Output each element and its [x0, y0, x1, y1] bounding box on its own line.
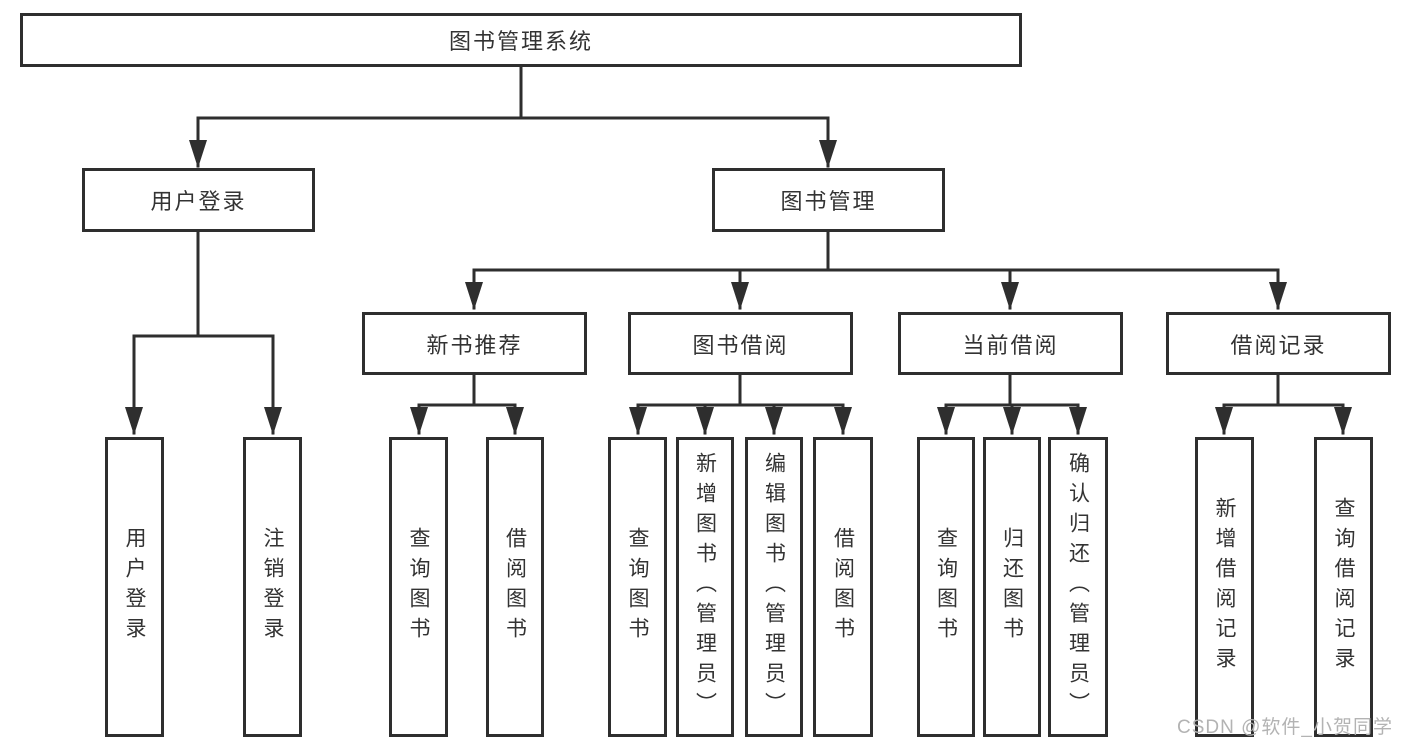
csdn-watermark: CSDN @软件_小贺同学	[1177, 717, 1393, 738]
leaf-borrow-books: 借阅图书	[813, 437, 873, 737]
node-book-borrow: 图书借阅	[628, 312, 853, 375]
node-book-management: 图书管理	[712, 168, 945, 232]
leaf-borrow-books-label: 借阅图书	[831, 527, 855, 647]
leaf-logout: 注销登录	[243, 437, 302, 737]
node-current-borrow-label: 当前借阅	[962, 332, 1059, 358]
leaf-query-books-recommend: 查询图书	[389, 437, 448, 737]
node-user-login-label: 用户登录	[150, 189, 247, 214]
node-book-borrow-label: 图书借阅	[692, 332, 789, 358]
leaf-query-books-borrow: 查询图书	[608, 437, 667, 737]
leaf-add-book-admin-label: 新增图书（管理员）	[693, 452, 717, 722]
leaf-confirm-return-admin-label: 确认归还（管理员）	[1066, 452, 1090, 722]
leaf-query-books-borrow-label: 查询图书	[626, 527, 649, 647]
node-book-management-label: 图书管理	[780, 189, 877, 214]
arrowheads	[125, 140, 1352, 435]
node-new-book-recommend-label: 新书推荐	[426, 332, 523, 358]
leaf-return-book: 归还图书	[983, 437, 1041, 737]
node-library-system: 图书管理系统	[20, 13, 1022, 67]
node-borrow-records-label: 借阅记录	[1230, 332, 1327, 358]
leaf-logout-label: 注销登录	[261, 527, 284, 647]
leaf-borrow-books-recommend-label: 借阅图书	[503, 527, 527, 647]
leaf-query-books-current-label: 查询图书	[934, 527, 958, 647]
leaf-user-login-label: 用户登录	[123, 527, 146, 647]
leaf-borrow-books-recommend: 借阅图书	[486, 437, 544, 737]
leaf-return-book-label: 归还图书	[1000, 527, 1024, 647]
leaf-query-borrow-record-label: 查询借阅记录	[1332, 497, 1355, 677]
leaf-query-books-current: 查询图书	[917, 437, 975, 737]
leaf-add-book-admin: 新增图书（管理员）	[676, 437, 734, 737]
leaf-edit-book-admin: 编辑图书（管理员）	[745, 437, 803, 737]
leaf-edit-book-admin-label: 编辑图书（管理员）	[762, 452, 786, 722]
node-new-book-recommend: 新书推荐	[362, 312, 587, 375]
node-library-system-label: 图书管理系统	[448, 29, 593, 54]
leaf-query-books-recommend-label: 查询图书	[407, 527, 430, 647]
leaf-user-login: 用户登录	[105, 437, 164, 737]
node-user-login: 用户登录	[82, 168, 315, 232]
leaf-add-borrow-record: 新增借阅记录	[1195, 437, 1254, 737]
node-current-borrow: 当前借阅	[898, 312, 1123, 375]
leaf-query-borrow-record: 查询借阅记录	[1314, 437, 1373, 737]
node-borrow-records: 借阅记录	[1166, 312, 1391, 375]
leaf-add-borrow-record-label: 新增借阅记录	[1213, 497, 1236, 677]
leaf-confirm-return-admin: 确认归还（管理员）	[1048, 437, 1108, 737]
